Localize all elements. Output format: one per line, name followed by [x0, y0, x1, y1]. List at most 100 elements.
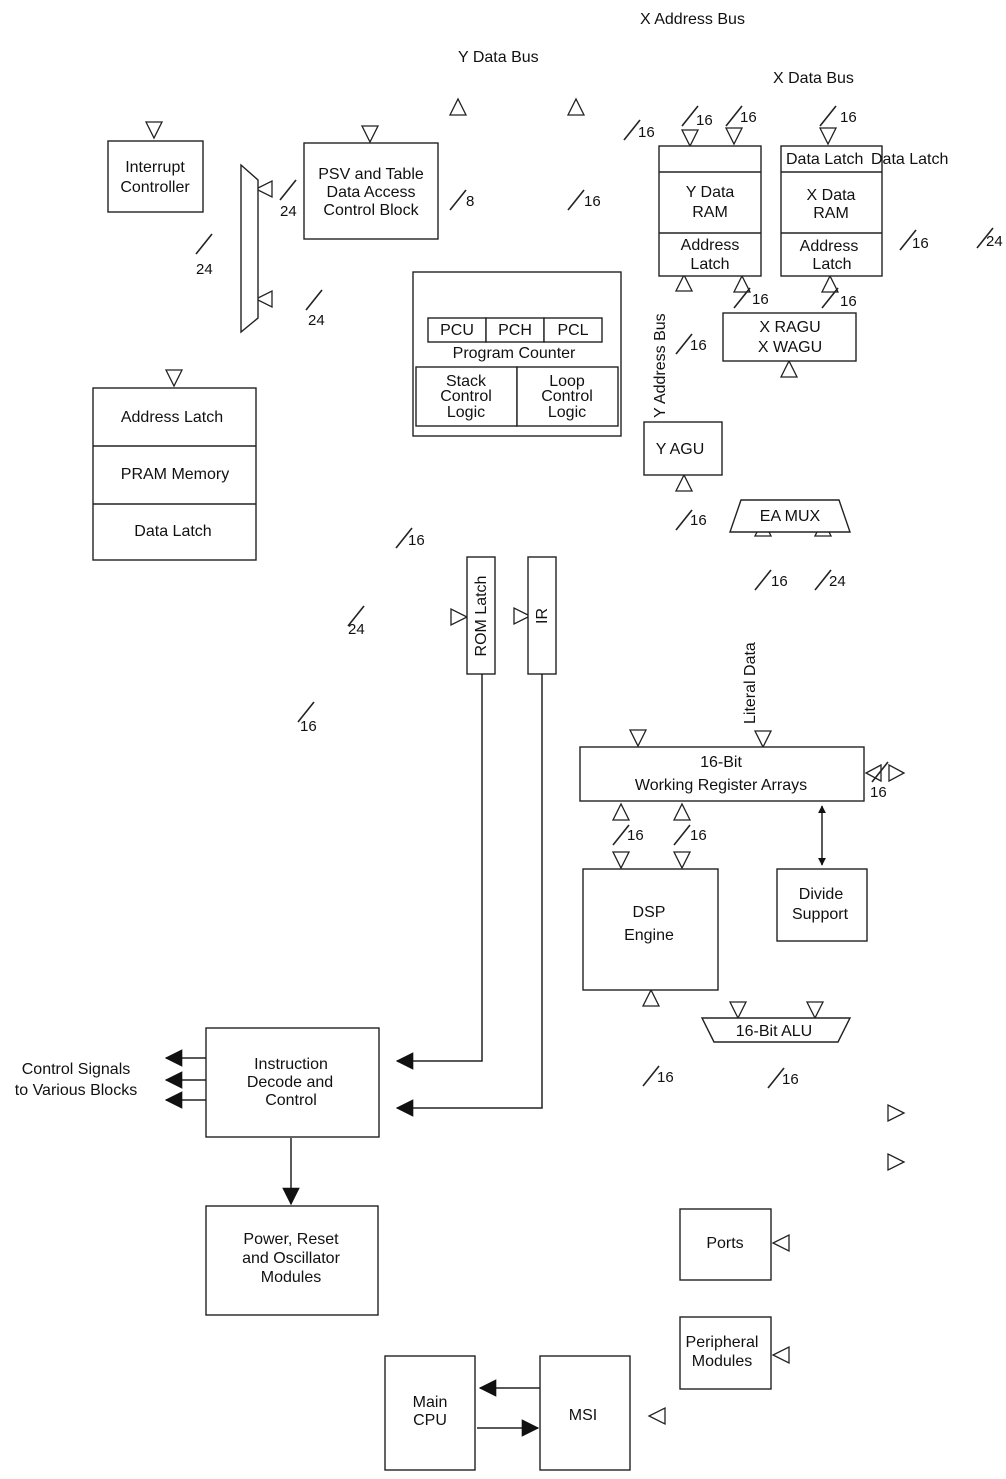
width-ea-24: 24 [829, 573, 846, 590]
svg-text:16-Bit: 16-Bit [700, 754, 742, 771]
svg-text:Modules: Modules [261, 1269, 321, 1286]
svg-text:Latch: Latch [690, 256, 729, 273]
svg-text:Controller: Controller [120, 179, 190, 196]
width-x-data-right: 16 [912, 235, 929, 252]
svg-text:Support: Support [792, 906, 849, 923]
svg-text:Ports: Ports [706, 1235, 743, 1252]
ea-mux-block: EA MUX [729, 499, 851, 533]
pcu-label: PCU [440, 322, 474, 339]
svg-text:X RAGU: X RAGU [759, 319, 820, 336]
width-y-bus-ram: 16 [696, 112, 713, 129]
width-xragu-a: 16 [752, 291, 769, 308]
svg-text:Interrupt: Interrupt [125, 159, 185, 176]
width-pc-8: 8 [466, 193, 474, 210]
svg-text:Data Latch: Data Latch [134, 523, 211, 540]
svg-text:PSV and Table: PSV and Table [318, 166, 424, 183]
width-slashes [195, 105, 994, 1089]
width-y-bus-left: 16 [638, 124, 655, 141]
svg-text:and Oscillator: and Oscillator [242, 1250, 340, 1267]
ir-block: IR [527, 556, 557, 675]
pcl-label: PCL [557, 322, 588, 339]
x-address-bus-label: X Address Bus [640, 11, 745, 28]
rom-latch-block: ROM Latch [466, 556, 496, 675]
svg-text:ROM Latch: ROM Latch [473, 576, 490, 657]
width-x-bus-latch: 16 [840, 109, 857, 126]
program-counter-label: Program Counter [453, 345, 576, 362]
divide-support-block: Divide Support [776, 805, 868, 942]
y-data-ram-block: Y Data RAM Address Latch [658, 145, 762, 277]
svg-text:Control: Control [541, 388, 593, 405]
width-rom-up: 16 [408, 532, 425, 549]
control-signals-label: Control Signals [22, 1061, 131, 1078]
svg-text:Working Register Arrays: Working Register Arrays [635, 777, 807, 794]
y-address-bus-label: Y Address Bus [652, 313, 669, 418]
control-signals-label-2: to Various Blocks [15, 1082, 137, 1099]
power-reset-block: Power, Reset and Oscillator Modules [205, 1205, 379, 1316]
main-cpu-block: Main CPU [384, 1355, 476, 1471]
x-data-latch-label: Data Latch [786, 151, 863, 168]
svg-text:Address: Address [681, 237, 740, 254]
svg-text:Y Data: Y Data [686, 184, 735, 201]
svg-text:Decode and: Decode and [247, 1074, 333, 1091]
width-labels: 16 16 16 16 24 8 16 24 24 16 24 16 16 16… [196, 109, 1003, 1088]
interrupt-controller: Interrupt Controller [107, 140, 204, 213]
svg-text:IR: IR [534, 608, 551, 624]
ports-block: Ports [679, 1208, 772, 1281]
psv-block: PSV and Table Data Access Control Block [303, 142, 439, 240]
svg-text:Y AGU: Y AGU [656, 441, 705, 458]
width-dsp-out: 16 [657, 1069, 674, 1086]
svg-text:RAM: RAM [813, 205, 849, 222]
svg-text:Peripheral: Peripheral [686, 1334, 759, 1351]
svg-text:PRAM Memory: PRAM Memory [121, 466, 229, 483]
svg-text:CPU: CPU [413, 1412, 447, 1429]
svg-text:Main: Main [413, 1394, 448, 1411]
svg-text:Control: Control [265, 1092, 317, 1109]
alu-block: 16-Bit ALU [700, 1017, 852, 1043]
x-data-bus-label: X Data Bus [773, 70, 854, 87]
width-alu-out: 16 [782, 1071, 799, 1088]
pch-label: PCH [498, 322, 532, 339]
svg-text:Power, Reset: Power, Reset [243, 1231, 339, 1248]
svg-text:Instruction: Instruction [254, 1056, 328, 1073]
svg-text:MSI: MSI [569, 1407, 597, 1424]
svg-text:X Data: X Data [807, 187, 856, 204]
svg-text:16-Bit ALU: 16-Bit ALU [736, 1023, 812, 1040]
loop-logic-label: Loop [549, 373, 585, 390]
width-mux-out: 24 [196, 261, 213, 278]
y-agu-block: Y AGU [643, 421, 723, 476]
dsp-engine-block: DSP Engine [582, 868, 719, 991]
svg-text:Control: Control [440, 388, 492, 405]
width-dsp-b: 16 [690, 827, 707, 844]
bus-arrowheads [144, 97, 906, 1426]
width-mux-psv: 24 [280, 203, 297, 220]
width-pc-mux: 24 [308, 312, 325, 329]
y-data-bus-label: Y Data Bus [458, 49, 539, 66]
svg-text:RAM: RAM [692, 204, 728, 221]
width-ea-16: 16 [771, 573, 788, 590]
width-dsp-a: 16 [627, 827, 644, 844]
width-x-bus-ram: 16 [740, 109, 757, 126]
control-lines [166, 674, 543, 1428]
width-y-addr: 16 [690, 337, 707, 354]
svg-text:X WAGU: X WAGU [758, 339, 822, 356]
svg-text:Modules: Modules [692, 1353, 752, 1370]
width-wreg-right: 16 [870, 784, 887, 801]
address-mux [240, 163, 259, 334]
x-ragu-block: X RAGU X WAGU [722, 312, 857, 362]
width-rom-in: 24 [348, 621, 365, 638]
svg-text:Latch: Latch [812, 256, 851, 273]
x-data-latch-extra-label: Data Latch [871, 151, 948, 168]
svg-text:Logic: Logic [548, 404, 586, 421]
pram-block: Address Latch PRAM Memory Data Latch [92, 387, 257, 561]
x-data-ram-block: Data Latch Data Latch X Data RAM Address… [780, 145, 948, 277]
program-counter-block: PCU PCH PCL Program Counter Stack Contro… [412, 271, 622, 437]
width-wreg-left: 16 [300, 718, 317, 735]
stack-logic-label: Stack [446, 373, 487, 390]
svg-text:Divide: Divide [799, 886, 844, 903]
peripheral-modules-block: Peripheral Modules [679, 1316, 772, 1390]
svg-text:Data Access: Data Access [327, 184, 416, 201]
literal-data-label: Literal Data [742, 642, 759, 724]
instruction-decode-block: Instruction Decode and Control [205, 1027, 380, 1138]
width-pc-16: 16 [584, 193, 601, 210]
